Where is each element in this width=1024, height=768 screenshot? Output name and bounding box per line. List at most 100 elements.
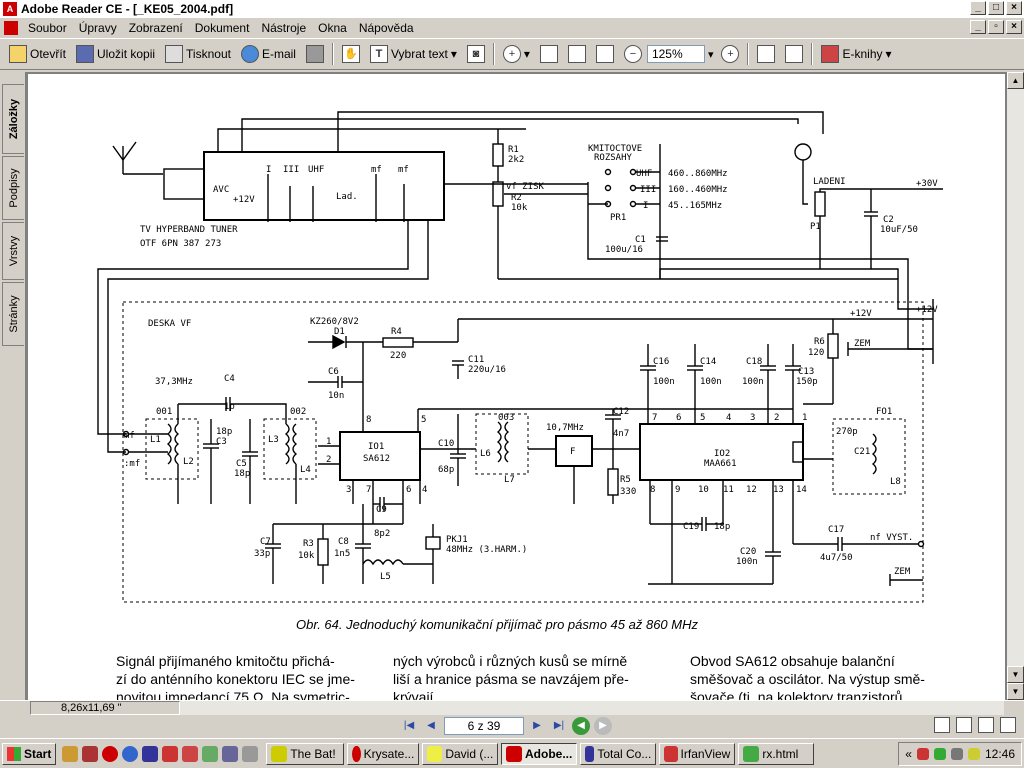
save-copy-button[interactable]: Uložit kopii <box>71 42 160 66</box>
scroll-page-down-button[interactable]: ▼ <box>1007 683 1024 700</box>
maximize-button[interactable]: □ <box>988 1 1004 15</box>
menu-upravy[interactable]: Úpravy <box>78 21 117 35</box>
zoom-in-button[interactable]: + <box>716 42 744 66</box>
vertical-scrollbar[interactable]: ▲ ▼ ▼ <box>1007 72 1024 700</box>
text-column-3: Obvod SA612 obsahuje balanční směšovač a… <box>690 652 930 700</box>
last-page-button[interactable]: ▶| <box>553 720 565 731</box>
minimize-button[interactable]: _ <box>970 1 986 15</box>
tray-expand-icon[interactable]: « <box>905 747 912 761</box>
label-q14: 14 <box>796 485 807 495</box>
page-number-field[interactable]: 6 z 39 <box>444 717 524 735</box>
rotate-ccw-button[interactable] <box>780 42 808 66</box>
coil-l6 <box>496 421 502 463</box>
task-the-bat[interactable]: The Bat! <box>266 742 345 765</box>
quicklaunch-icon[interactable] <box>202 745 219 762</box>
zoom-out-button[interactable]: − <box>619 42 647 66</box>
doc-minimize-button[interactable]: _ <box>970 20 986 34</box>
label-uhf-range: 460..860MHz <box>668 169 728 179</box>
scroll-up-button[interactable]: ▲ <box>1007 72 1024 89</box>
tab-bookmarks[interactable]: Záložky <box>2 84 24 154</box>
task-rx-html[interactable]: rx.html <box>738 742 815 765</box>
chevron-down-icon[interactable]: ▾ <box>707 48 714 61</box>
tab-layers[interactable]: Vrstvy <box>2 222 24 280</box>
menu-okna[interactable]: Okna <box>318 21 347 35</box>
fit-page-button[interactable] <box>563 42 591 66</box>
menu-soubor[interactable]: Soubor <box>28 21 67 35</box>
email-button[interactable]: E-mail <box>236 42 301 66</box>
tray-icon[interactable] <box>933 748 946 760</box>
quicklaunch-icon[interactable] <box>62 745 79 762</box>
quicklaunch-icon[interactable] <box>142 745 159 762</box>
single-page-icon[interactable] <box>934 717 950 733</box>
print-button[interactable]: Tisknout <box>160 42 236 66</box>
zoom-input[interactable] <box>646 45 705 63</box>
label-c21: C21 <box>854 447 870 457</box>
task-krysate[interactable]: Krysate... <box>347 742 420 765</box>
document-view[interactable]: AVC +12V I III UHF Lad. mf mf TV HYPERBA… <box>26 72 1007 700</box>
chevron-down-icon[interactable]: ▾ <box>885 47 892 61</box>
task-irfanview[interactable]: IrfanView <box>659 742 736 765</box>
tray-icon[interactable] <box>950 748 963 760</box>
menu-napoveda[interactable]: Nápověda <box>358 21 414 35</box>
chevron-down-icon[interactable]: ▾ <box>450 47 457 61</box>
facing-icon[interactable] <box>978 717 994 733</box>
go-back-button[interactable]: ◀ <box>572 717 590 735</box>
snapshot-button[interactable]: ◙ <box>462 42 490 66</box>
task-adobe[interactable]: Adobe... <box>501 742 578 765</box>
resistor-r1 <box>492 143 504 167</box>
scroll-down-button[interactable]: ▼ <box>1007 666 1024 683</box>
label-q8: 8 <box>650 485 655 495</box>
tray-icon[interactable] <box>916 748 929 760</box>
rotate-button[interactable] <box>752 42 780 66</box>
continuous-icon[interactable] <box>956 717 972 733</box>
chevron-down-icon[interactable]: ▾ <box>523 47 530 61</box>
label-vfzisk: vf ZISK <box>506 182 545 192</box>
close-button[interactable]: × <box>1006 1 1022 15</box>
start-button[interactable]: Start <box>2 742 57 765</box>
task-label: David (... <box>445 746 494 761</box>
label-uhf-b: UHF <box>636 169 652 179</box>
actual-size-button[interactable] <box>535 42 563 66</box>
first-page-button[interactable]: |◀ <box>403 720 415 731</box>
doc-close-button[interactable]: × <box>1006 20 1022 34</box>
zoom-tool-button[interactable]: +▾ <box>498 42 535 66</box>
quicklaunch-icon[interactable] <box>182 745 199 762</box>
go-forward-button[interactable]: ▶ <box>594 717 612 735</box>
doc-restore-button[interactable]: ▫ <box>988 20 1004 34</box>
quicklaunch-icon[interactable] <box>242 745 259 762</box>
tray-icon[interactable] <box>967 748 980 760</box>
tab-signatures[interactable]: Podpisy <box>2 156 24 220</box>
open-button[interactable]: Otevřít <box>4 42 71 66</box>
horizontal-scrollbar[interactable] <box>180 701 1004 715</box>
tab-pages[interactable]: Stránky <box>2 282 24 346</box>
quicklaunch-icon[interactable] <box>162 745 179 762</box>
clock[interactable]: 12:46 <box>984 747 1015 761</box>
menu-zobrazeni[interactable]: Zobrazení <box>128 21 183 35</box>
fit-width-button[interactable] <box>591 42 619 66</box>
zoom-out-icon: − <box>623 45 642 63</box>
opera-icon[interactable] <box>102 745 119 762</box>
task-total-commander[interactable]: Total Co... <box>580 742 657 765</box>
label-pin4: 4 <box>422 485 427 495</box>
quicklaunch-icon[interactable] <box>222 745 239 762</box>
quicklaunch-icon[interactable] <box>82 745 99 762</box>
label-c4: C4 <box>224 374 235 384</box>
hand-tool-button[interactable]: ✋ <box>337 42 365 66</box>
ebooks-button[interactable]: E-knihy▾ <box>816 42 896 66</box>
label-io1: IO1 <box>368 442 384 452</box>
ie-icon[interactable] <box>122 745 139 762</box>
next-page-button[interactable]: ▶ <box>533 720 541 731</box>
menu-dokument[interactable]: Dokument <box>194 21 250 35</box>
document-icon[interactable] <box>4 21 18 35</box>
save-copy-label: Uložit kopii <box>97 47 156 61</box>
task-david[interactable]: David (... <box>422 742 499 765</box>
quick-launch <box>62 745 259 762</box>
ebook-library-button[interactable] <box>301 42 329 66</box>
text-line: novitou impedancí 75 Ω. Na symetric- <box>116 689 350 700</box>
continuous-facing-icon[interactable] <box>1000 717 1016 733</box>
task-label: rx.html <box>762 746 799 761</box>
previous-page-button[interactable]: ◀ <box>427 720 435 731</box>
label-c20: C20 <box>740 547 756 557</box>
menu-nastroje[interactable]: Nástroje <box>261 21 307 35</box>
